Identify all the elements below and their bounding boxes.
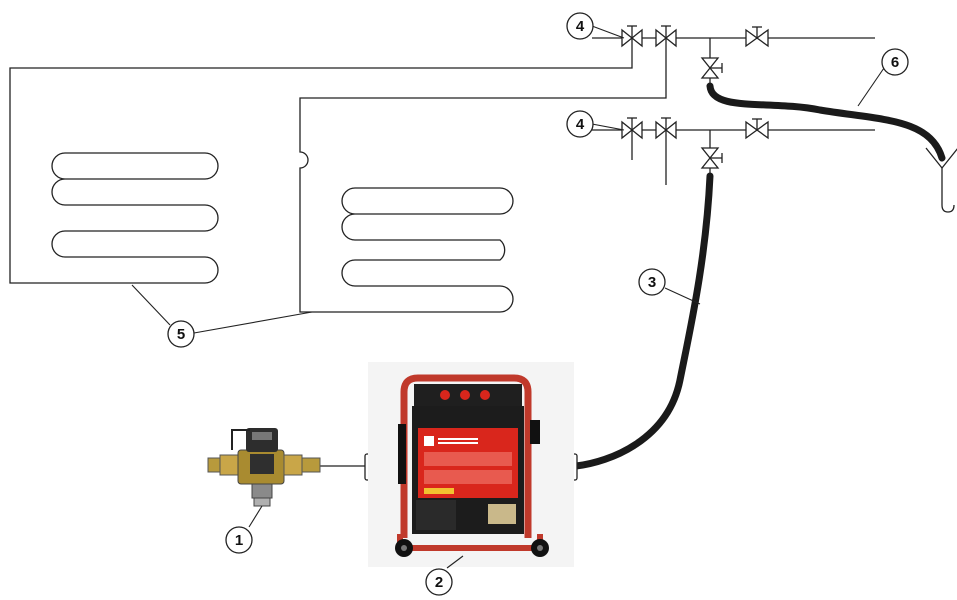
- svg-text:1: 1: [235, 532, 243, 549]
- valve-icon[interactable]: [700, 147, 723, 169]
- svg-text:4: 4: [576, 116, 585, 133]
- leader-4a: [591, 25, 625, 39]
- leader-1: [248, 505, 263, 528]
- leader-3: [664, 287, 701, 305]
- filter-valve-fitting: [207, 428, 321, 507]
- svg-text:5: 5: [177, 326, 185, 343]
- valve-icon[interactable]: [655, 25, 677, 55]
- valve-icon[interactable]: [745, 26, 769, 48]
- valve-icon[interactable]: [745, 118, 769, 140]
- floor-loop-1: [9, 55, 633, 284]
- callout-4-lower: 4: [566, 110, 594, 138]
- drain-funnel-icon: [925, 147, 957, 213]
- valve-icon[interactable]: [700, 57, 723, 79]
- lower-manifold: [592, 117, 875, 185]
- callout-5: 5: [167, 320, 195, 348]
- valve-icon[interactable]: [621, 25, 643, 55]
- upper-manifold: [592, 25, 875, 86]
- floor-loop-2: [299, 55, 667, 313]
- valve-icon[interactable]: [621, 117, 643, 147]
- leader-6: [857, 67, 885, 107]
- callout-3: 3: [638, 268, 666, 296]
- svg-text:6: 6: [891, 54, 899, 71]
- drain-hose: [706, 82, 946, 162]
- leader-2: [446, 555, 464, 569]
- svg-text:3: 3: [648, 274, 656, 291]
- supply-hose: [572, 172, 714, 470]
- callout-6: 6: [881, 48, 909, 76]
- leader-4b: [591, 123, 625, 131]
- valve-icon[interactable]: [655, 117, 677, 185]
- callout-1: 1: [225, 526, 253, 554]
- leader-5a: [131, 284, 171, 326]
- svg-text:2: 2: [435, 574, 443, 591]
- callout-2: 2: [425, 568, 453, 596]
- flushing-pump-unit: [368, 362, 574, 567]
- svg-text:4: 4: [576, 18, 585, 35]
- callout-4-upper: 4: [566, 12, 594, 40]
- leader-5b: [193, 311, 313, 334]
